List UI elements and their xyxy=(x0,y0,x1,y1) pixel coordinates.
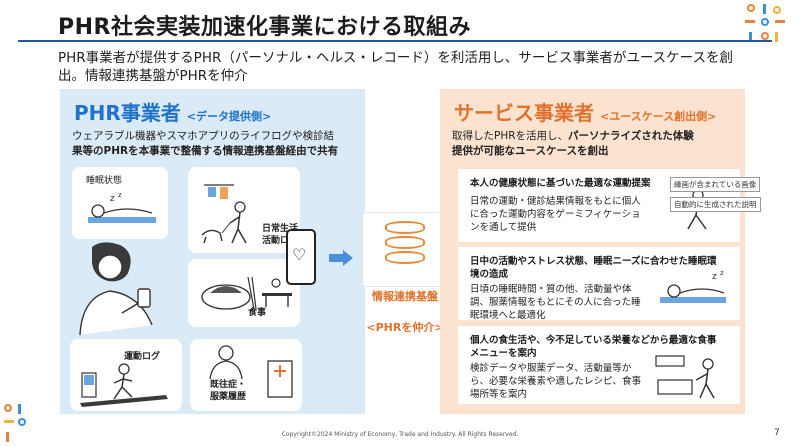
daily-activity-bubble: 日常生活 活動ログ xyxy=(188,167,300,253)
image-alt-badge: 縁画が含まれている画像 xyxy=(670,177,761,192)
sleep-label: 睡眠状態 xyxy=(86,176,123,186)
person-with-phone-icon xyxy=(79,242,153,335)
database-icon xyxy=(385,221,425,266)
phr-provider-description: ウェアラブル機器やスマホアプリのライフログや検診結 果等のPHRを本事業で整備す… xyxy=(72,130,339,157)
platform-database-box xyxy=(363,213,447,286)
svg-text:z: z xyxy=(118,191,122,199)
mediate-label: <PHRを仲介> xyxy=(366,321,444,334)
service-provider-panel: サービス事業者 <ユースケース創出側> 取得したPHRを活用し、パーソナライズされ… xyxy=(440,89,761,414)
medical-history-bubble: 既往症・ 服薬履歴 xyxy=(190,339,302,411)
cooking-person-icon xyxy=(655,355,715,399)
corner-decoration-top-right xyxy=(745,4,790,44)
page-number: 7 xyxy=(774,428,780,438)
service-provider-heading: サービス事業者 <ユースケース創出側> xyxy=(454,97,716,126)
dining-table-icon xyxy=(262,278,292,307)
use-case-card: 個人の食生活や、今不足している栄養などから最適な食事メニューを案内 検診データや… xyxy=(458,326,740,404)
phr-provider-panel: PHR事業者 <データ提供側> ウェアラブル機器やスマホアプリのライフログや検診結… xyxy=(60,89,365,414)
use-case-description: 日頃の睡眠時間・質の他、活動量や体調、服薬情報をもとにその人に合った睡眠環境へと… xyxy=(470,284,641,321)
svg-text:z: z xyxy=(712,272,717,282)
walking-dog-icon xyxy=(201,184,247,244)
platform-label: 情報連携基盤 xyxy=(372,290,438,303)
phr-provider-title: PHR事業者 xyxy=(74,101,181,125)
meal-label: 食事 xyxy=(248,308,267,318)
use-case-title: 日中の活動やストレス状態、睡眠ニーズに合わせた睡眠環境の造成 xyxy=(470,256,717,280)
use-case-title: 個人の食生活や、今不足している栄養などから最適な食事メニューを案内 xyxy=(470,335,717,359)
heart-monitor-icon: ♡ xyxy=(292,245,307,264)
auto-description-badge: 自動的に生成された説明 xyxy=(670,197,761,212)
meal-icon xyxy=(201,276,257,310)
svg-text:z: z xyxy=(110,194,115,204)
arrow-to-platform xyxy=(329,254,343,262)
doctor-icon xyxy=(209,345,243,379)
sleeping-bed-icon: z z xyxy=(660,269,726,303)
use-case-title: 本人の健康状態に基づいた最適な運動提案 xyxy=(470,178,651,189)
service-provider-title: サービス事業者 xyxy=(454,101,594,125)
lead-text: PHR事業者が提供するPHR（パーソナル・ヘルス・レコード）を利活用し、サービス… xyxy=(58,50,733,84)
smartphone-icon: ♡ xyxy=(286,229,316,285)
corner-decoration-bottom-left xyxy=(4,404,34,444)
sleeping-person-icon: z z xyxy=(88,191,156,223)
daily-label-line1: 日常生活 xyxy=(262,224,299,234)
treadmill-runner-icon xyxy=(80,363,168,407)
page-title: PHR社会実装加速化事業における取組み xyxy=(58,15,471,40)
arrow-head-icon xyxy=(343,250,353,266)
service-provider-description: 取得したPHRを活用し、パーソナライズされた体験 提供が可能なユースケースを創出 xyxy=(452,130,694,157)
sleep-bubble: 睡眠状態 z z xyxy=(72,167,168,239)
use-case-description: 検診データや服薬データ、活動量等から、必要な栄養素や適したレシピ、食事場所等を案… xyxy=(470,363,642,400)
exercise-label: 運動ログ xyxy=(124,352,161,362)
copyright-footer: Copyright©2024 Ministry of Economy, Trad… xyxy=(281,431,519,438)
phr-provider-heading: PHR事業者 <データ提供側> xyxy=(74,97,271,126)
daily-label-line2: 活動ログ xyxy=(262,236,299,246)
medicine-icon xyxy=(267,360,293,398)
service-provider-subtitle: <ユースケース創出側> xyxy=(600,110,717,123)
title-underline xyxy=(18,40,772,42)
svg-text:z: z xyxy=(720,269,724,277)
use-case-description: 日常の運動・健診結果情報をもとに個人に合った運動内容をゲーミフィケーションを通し… xyxy=(470,196,641,233)
phr-provider-subtitle: <データ提供側> xyxy=(186,110,272,123)
meal-bubble: 食事 xyxy=(188,259,300,327)
history-label-line2: 服薬履歴 xyxy=(210,392,247,402)
exercise-bubble: 運動ログ xyxy=(70,339,182,411)
use-case-card: 日中の活動やストレス状態、睡眠ニーズに合わせた睡眠環境の造成 日頃の睡眠時間・質… xyxy=(458,247,740,321)
history-label-line1: 既往症・ xyxy=(210,380,247,390)
